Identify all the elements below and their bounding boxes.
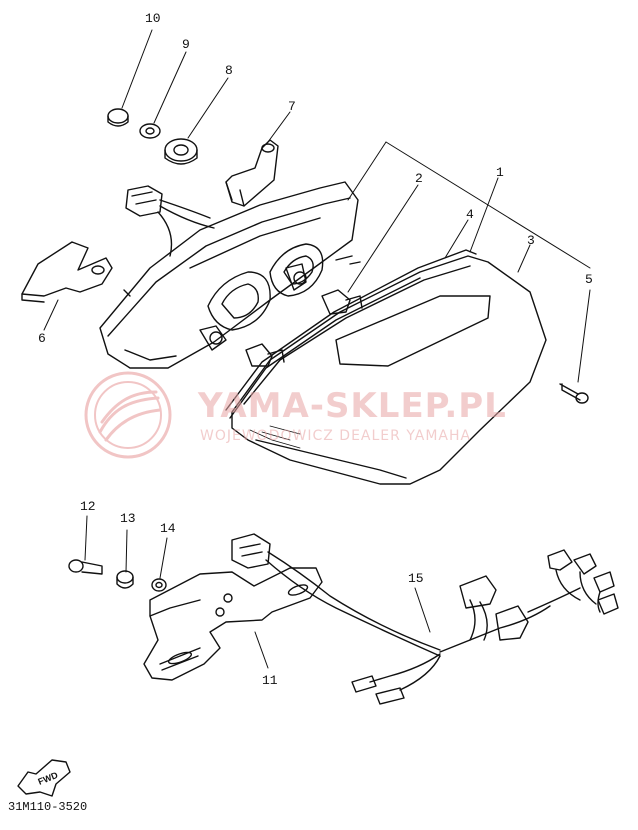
callout-7: 7 [288,99,296,114]
part-11-bracket [143,567,323,681]
callout-13: 13 [120,511,136,526]
callout-5: 5 [585,272,593,287]
leader-lines [43,29,591,669]
watermark-title: YAMA-SKLEP.PL [198,386,507,426]
callout-14: 14 [160,521,176,536]
watermark-subtitle: WOJEWODOWICZ DEALER YAMAHA [200,428,472,444]
callout-4: 4 [466,207,474,222]
part-9-washer [139,123,161,139]
callout-3: 3 [527,233,535,248]
diagram-code: 31M110-3520 [8,800,88,814]
part-6-bracket [21,241,113,303]
watermark-logo-icon [84,371,172,459]
callout-10: 10 [145,11,161,26]
part-13-nut [116,570,134,589]
callout-2: 2 [415,171,423,186]
part-3-lens [231,255,547,485]
callout-12: 12 [80,499,96,514]
callout-1: 1 [496,165,504,180]
callout-8: 8 [225,63,233,78]
callout-9: 9 [182,37,190,52]
part-12-bolt [68,559,103,575]
part-8-grommet [164,138,198,165]
taillight-connector [125,185,215,257]
callout-11: 11 [262,673,278,688]
fwd-arrow-icon [17,759,71,797]
part-14-washer [151,578,167,592]
part-7-bracket [225,139,279,207]
part-10-nut [107,108,129,127]
callout-15: 15 [408,571,424,586]
callout-6: 6 [38,331,46,346]
part-1-bulb [245,289,363,367]
part-4-gasket [225,249,477,419]
part-5-screw [559,383,589,404]
part-2-taillight-base [99,181,361,369]
part-15-wire-harness [231,533,619,705]
